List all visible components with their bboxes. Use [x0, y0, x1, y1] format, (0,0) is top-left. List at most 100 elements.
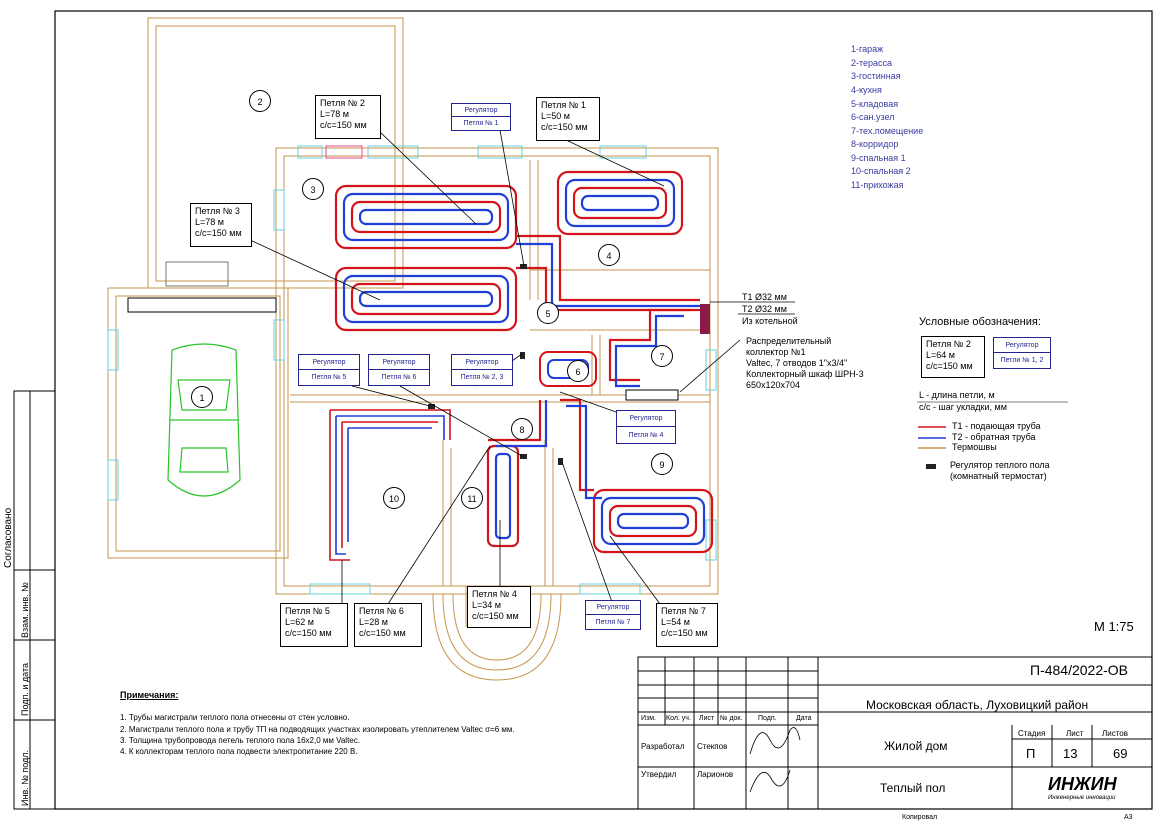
room-number: 10 — [383, 487, 405, 509]
stamp-replace-inv: Взам. инв. № — [20, 582, 30, 638]
tb-col-header: № док. — [720, 715, 743, 722]
rooms-legend-item: 7-тех.помещение — [851, 126, 924, 136]
room-number: 4 — [598, 244, 620, 266]
loop-callout-4: Петля № 4 L=34 м с/с=150 мм — [467, 586, 531, 628]
collector-from-label: Из котельной — [742, 316, 798, 326]
regulator-callout-loop7: Регулятор Петля № 7 — [585, 600, 641, 630]
loop-callout-2: Петля № 2 L=78 м с/с=150 мм — [315, 95, 381, 139]
symbols-t1: Т1 - подающая труба — [952, 421, 1041, 431]
symbols-thermo: Термошвы — [952, 442, 997, 452]
room-number: 5 — [537, 302, 559, 324]
loop-length: L=64 м — [926, 350, 955, 360]
sheet-number: 13 — [1063, 746, 1078, 761]
regulator-loop: Петля № 6 — [381, 374, 417, 381]
rooms-legend-item: 6-сан.узел — [851, 112, 895, 122]
stamp-sign-date: Подп. и дата — [20, 662, 30, 716]
drawing-scale: М 1:75 — [1094, 619, 1134, 634]
regulator-callout-loop1: Регулятор Петля № 1 — [451, 103, 511, 131]
rooms-legend-item: 3-гостинная — [851, 71, 901, 81]
room-number: 8 — [511, 418, 533, 440]
room-number: 1 — [191, 386, 213, 408]
loop-spacing: с/с=150 мм — [926, 361, 973, 371]
rooms-legend-item: 4-кухня — [851, 85, 882, 95]
tb-col-header: Кол. уч. — [666, 715, 691, 722]
rooms-legend-item: 5-кладовая — [851, 99, 899, 109]
loop-name: Петля № 2 — [320, 98, 365, 108]
loop-spacing: с/с=150 мм — [320, 120, 367, 130]
approved-label: Утвердил — [641, 770, 677, 779]
collector-t1-label: Т1 Ø32 мм — [742, 292, 787, 302]
loop-length: L=54 м — [661, 617, 690, 627]
rooms-legend-item: 1-гараж — [851, 44, 884, 54]
company-logo-sub: Инженерные инновации — [1048, 795, 1116, 801]
symbols-l-desc: L - длина петли, м — [919, 390, 995, 400]
loop-spacing: с/с=150 мм — [541, 122, 588, 132]
regulator-title: Регулятор — [452, 104, 510, 117]
rooms-legend-item: 10-спальная 2 — [851, 166, 911, 176]
regulator-loop: Петля № 4 — [628, 431, 664, 439]
room-number: 2 — [249, 90, 271, 112]
regulator-title: Регулятор — [994, 338, 1050, 353]
regulator-loop: Петля № 7 — [595, 618, 631, 626]
copied-label: Копировал — [902, 814, 938, 821]
regulator-title: Регулятор — [452, 355, 512, 370]
stage-header: Стадия — [1018, 729, 1046, 738]
regulator-callout-loop4: Регулятор Петля № 4 — [616, 410, 676, 444]
symbols-sample-loop: Петля № 2 L=64 м с/с=150 мм — [921, 336, 985, 378]
symbols-t2: Т2 - обратная труба — [952, 432, 1036, 442]
sheet-format: А3 — [1124, 814, 1133, 821]
loop-length: L=28 м — [359, 617, 388, 627]
stage-value: П — [1026, 746, 1036, 761]
collector-desc-4: Коллекторный шкаф ШРН-3 — [746, 369, 864, 379]
loop-name: Петля № 3 — [195, 206, 240, 216]
loop-name: Петля № 6 — [359, 606, 404, 616]
symbols-reg-label2: (комнатный термостат) — [950, 471, 1047, 481]
loop-length: L=50 м — [541, 111, 570, 121]
regulator-title: Регулятор — [369, 355, 429, 370]
tb-col-header: Дата — [796, 715, 812, 722]
loop-name: Петля № 4 — [472, 589, 517, 599]
approved-name: Ларионов — [697, 770, 734, 779]
company-logo: ИНЖИН — [1048, 774, 1117, 794]
regulator-callout-loop5: Регулятор Петля № 5 — [298, 354, 360, 386]
loop-callout-5: Петля № 5 L=62 м с/с=150 мм — [280, 603, 348, 647]
loop-callout-3: Петля № 3 L=78 м с/с=150 мм — [190, 203, 252, 247]
loop-name: Петля № 2 — [926, 339, 971, 349]
room-number: 7 — [651, 345, 673, 367]
loop-callout-7: Петля № 7 L=54 м с/с=150 мм — [656, 603, 718, 647]
collector-desc-3: Valtec, 7 отводов 1"х3/4" — [746, 358, 848, 368]
rooms-legend-item: 11-прихожая — [851, 180, 904, 190]
notes-title: Примечания: — [120, 690, 179, 700]
regulator-title: Регулятор — [586, 601, 640, 615]
stamp-agreed: Согласовано — [3, 507, 14, 568]
loop-name: Петля № 7 — [661, 606, 706, 616]
section-name: Теплый пол — [880, 781, 946, 795]
regulator-callout-loop6: Регулятор Петля № 6 — [368, 354, 430, 386]
tb-col-header: Изм. — [641, 715, 656, 722]
note-item: 1. Трубы магистрали теплого пола отнесен… — [120, 713, 350, 722]
tb-col-header: Подп. — [758, 715, 777, 722]
rooms-legend-item: 2-терасса — [851, 58, 893, 68]
symbols-title: Условные обозначения: — [919, 316, 1041, 328]
room-number: 6 — [567, 360, 589, 382]
tb-col-header: Лист — [699, 715, 715, 722]
loop-spacing: с/с=150 мм — [359, 628, 406, 638]
loop-length: L=78 м — [320, 109, 349, 119]
note-item: 4. К коллекторам теплого пола подвести э… — [120, 747, 358, 756]
rooms-legend-item: 8-корридор — [851, 139, 899, 149]
regulator-loop: Петля № 5 — [311, 374, 347, 381]
loop-spacing: с/с=150 мм — [661, 628, 708, 638]
loop-callout-1: Петля № 1 L=50 м с/с=150 мм — [536, 97, 600, 141]
loop-spacing: с/с=150 мм — [472, 611, 519, 621]
note-item: 3. Толщина трубопровода петель теплого п… — [120, 736, 360, 745]
rooms-legend-item: 9-спальная 1 — [851, 153, 906, 163]
developed-name: Стекпов — [697, 742, 728, 751]
symbols-sample-regulator: Регулятор Петли № 1, 2 — [993, 337, 1051, 369]
regulator-title: Регулятор — [617, 411, 675, 427]
collector-desc-1: Распределительный — [746, 336, 832, 346]
project-location: Московская область, Луховицкий район — [866, 698, 1089, 712]
sheets-header: Листов — [1102, 729, 1128, 738]
developed-label: Разработал — [641, 742, 685, 751]
